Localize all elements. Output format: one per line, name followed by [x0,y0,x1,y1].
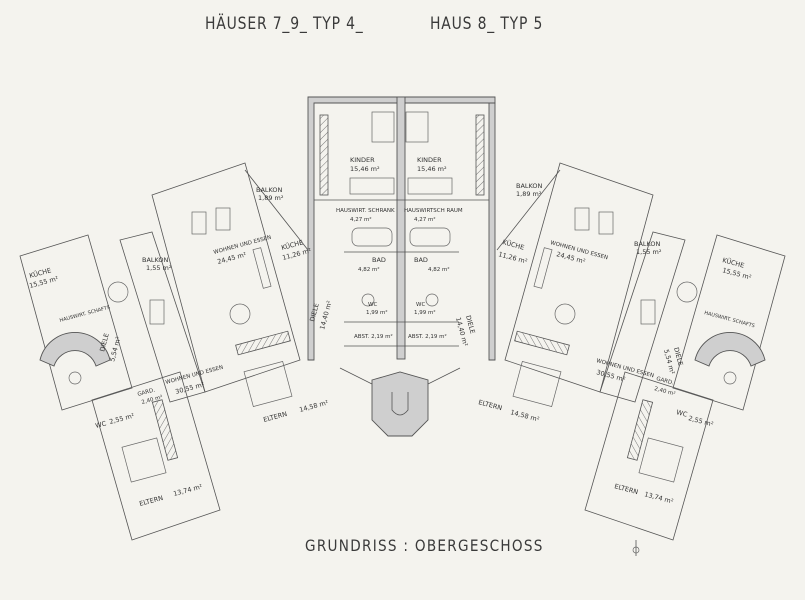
label-eltern-d: ELTERN [613,482,639,496]
label-eltern-a: ELTERN [262,410,288,424]
label-bad-right: BAD [414,256,428,264]
area-wc-d: 2,55 m² [687,414,714,428]
area-balkon-b: 1,55 m² [146,264,172,272]
area-diele-a: 14,40 m² [318,299,333,330]
area-kinder-left: 15,46 m² [350,165,380,173]
area-wohnen-c: 30,55 m² [174,380,205,395]
area-hausw-raum: 4,27 m² [414,216,436,223]
label-abst-left: ABST. 2,19 m² [354,333,393,340]
label-balkon-b: BALKON [142,256,169,264]
area-kueche-b: 11,26 m² [497,250,528,265]
label-hausw-schafts-a: HAUSWIRT. SCHAFTS [59,305,111,324]
label-balkon-c: BALKON [516,182,543,190]
north-marker-icon [632,540,640,556]
area-balkon-d: 1,55 m² [636,248,662,256]
label-wc-d: WC [675,408,688,419]
label-hausw-schrank: HAUSWIRT. SCHRANK [336,208,395,214]
label-abst-right: ABST. 2,19 m² [408,333,447,340]
right-wing [496,162,786,541]
label-eltern-c: ELTERN [138,494,164,508]
area-bad-right: 4,82 m² [428,266,450,273]
label-balkon-d: BALKON [634,240,661,248]
area-hausw-schrank: 4,27 m² [350,216,372,223]
room-labels: KINDER 15,46 m² KINDER 15,46 m² HAUSWIRT… [28,156,755,508]
label-wc-right: WC [416,302,425,308]
label-wc-left: WC [368,302,377,308]
area-balkon-a: 1,89 m² [258,194,284,202]
title-left: HÄUSER 7_9_ TYP 4_ [205,14,364,34]
label-hausw-raum: HAUSWIRTSCH RAUM [404,208,463,214]
area-eltern-c: 13,74 m² [172,482,203,497]
label-wc-c: WC [94,419,107,430]
area-eltern-b: 14,58 m² [509,408,540,423]
left-wing [19,162,309,541]
area-balkon-c: 1,89 m² [516,190,542,198]
caption-grundriss: GRUNDRISS : OBERGESCHOSS [305,536,544,555]
area-wc-right: 1,99 m² [414,309,436,316]
label-gard-c: GARD. [137,387,156,397]
label-eltern-b: ELTERN [477,398,503,412]
area-bad-left: 4,82 m² [358,266,380,273]
label-kinder-right: KINDER [417,156,442,164]
area-eltern-a: 14,58 m² [298,398,329,413]
label-kueche-b: KÜCHE [501,237,525,251]
area-kinder-right: 15,46 m² [417,165,447,173]
area-wc-c: 2,55 m² [108,412,135,426]
label-bad-left: BAD [372,256,386,264]
area-eltern-d: 13,74 m² [643,490,674,505]
central-core [307,96,496,437]
area-kueche-d: 15,55 m² [721,266,752,281]
label-hausw-schafts-b: HAUSWIRT. SCHAFTS [703,310,755,329]
area-wc-left: 1,99 m² [366,309,388,316]
title-right: HAUS 8_ TYP 5 [430,14,544,34]
label-kinder-left: KINDER [350,156,375,164]
label-balkon-a: BALKON [256,186,283,194]
label-diele-c: DIELE [98,332,111,352]
label-gard-d: GARD. [655,376,674,386]
